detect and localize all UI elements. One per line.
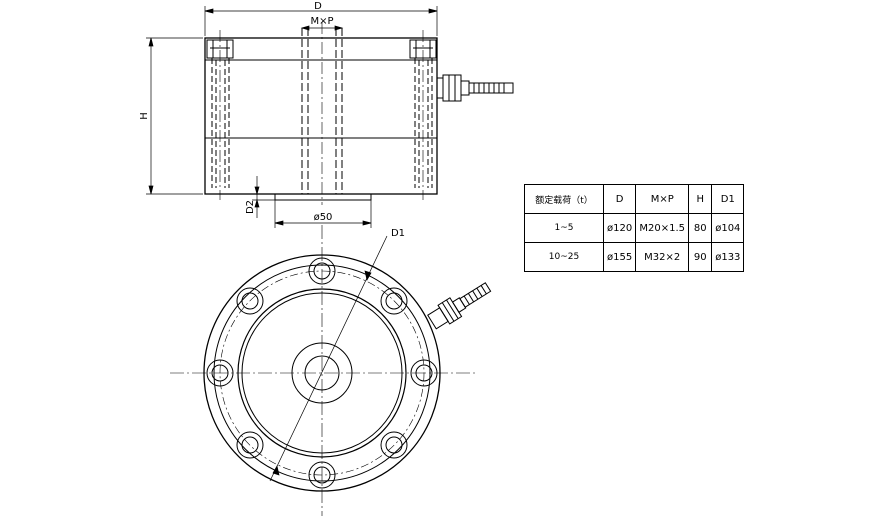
dim-D: [204, 6, 438, 36]
side-bolt-left: [206, 30, 234, 200]
dim-MxP: [300, 25, 344, 31]
label-D2: D2: [245, 200, 256, 214]
dim-phi50: [274, 200, 372, 228]
header-H: H: [688, 184, 713, 214]
cell-D: ø120: [602, 213, 637, 243]
label-H: H: [139, 112, 150, 120]
side-view: [146, 6, 514, 228]
cell-D1: ø104: [711, 213, 745, 243]
top-connector: [427, 282, 492, 330]
cell-D: ø155: [602, 242, 637, 272]
dim-H: [146, 37, 203, 195]
table-row: 1~5 ø120 M20×1.5 80 ø104: [524, 213, 745, 243]
side-bolt-right: [409, 30, 437, 200]
bolt-pattern: [206, 257, 438, 489]
header-rated-load: 额定载荷（t）: [524, 184, 604, 214]
header-MxP: M×P: [635, 184, 690, 214]
center-thread-hidden: [301, 22, 343, 205]
spec-table: 额定载荷（t） D M×P H D1 1~5 ø120 M20×1.5 80 ø…: [524, 184, 745, 272]
side-connector: [436, 74, 514, 102]
top-view: [170, 225, 492, 516]
label-phi50: ø50: [314, 212, 333, 223]
table-row: 10~25 ø155 M32×2 90 ø133: [524, 242, 745, 272]
cell-MxP: M32×2: [635, 242, 690, 272]
cell-rated-load: 10~25: [524, 242, 604, 272]
cell-H: 80: [688, 213, 713, 243]
header-D1: D1: [711, 184, 745, 214]
dim-D1: [269, 235, 388, 482]
label-MxP: M×P: [310, 16, 333, 27]
label-D: D: [314, 1, 322, 12]
dim-D2: [252, 176, 275, 218]
table-header-row: 额定载荷（t） D M×P H D1: [524, 184, 745, 214]
header-D: D: [602, 184, 637, 214]
cell-rated-load: 1~5: [524, 213, 604, 243]
cell-H: 90: [688, 242, 713, 272]
cell-MxP: M20×1.5: [635, 213, 690, 243]
label-D1: D1: [391, 228, 405, 239]
cell-D1: ø133: [711, 242, 745, 272]
